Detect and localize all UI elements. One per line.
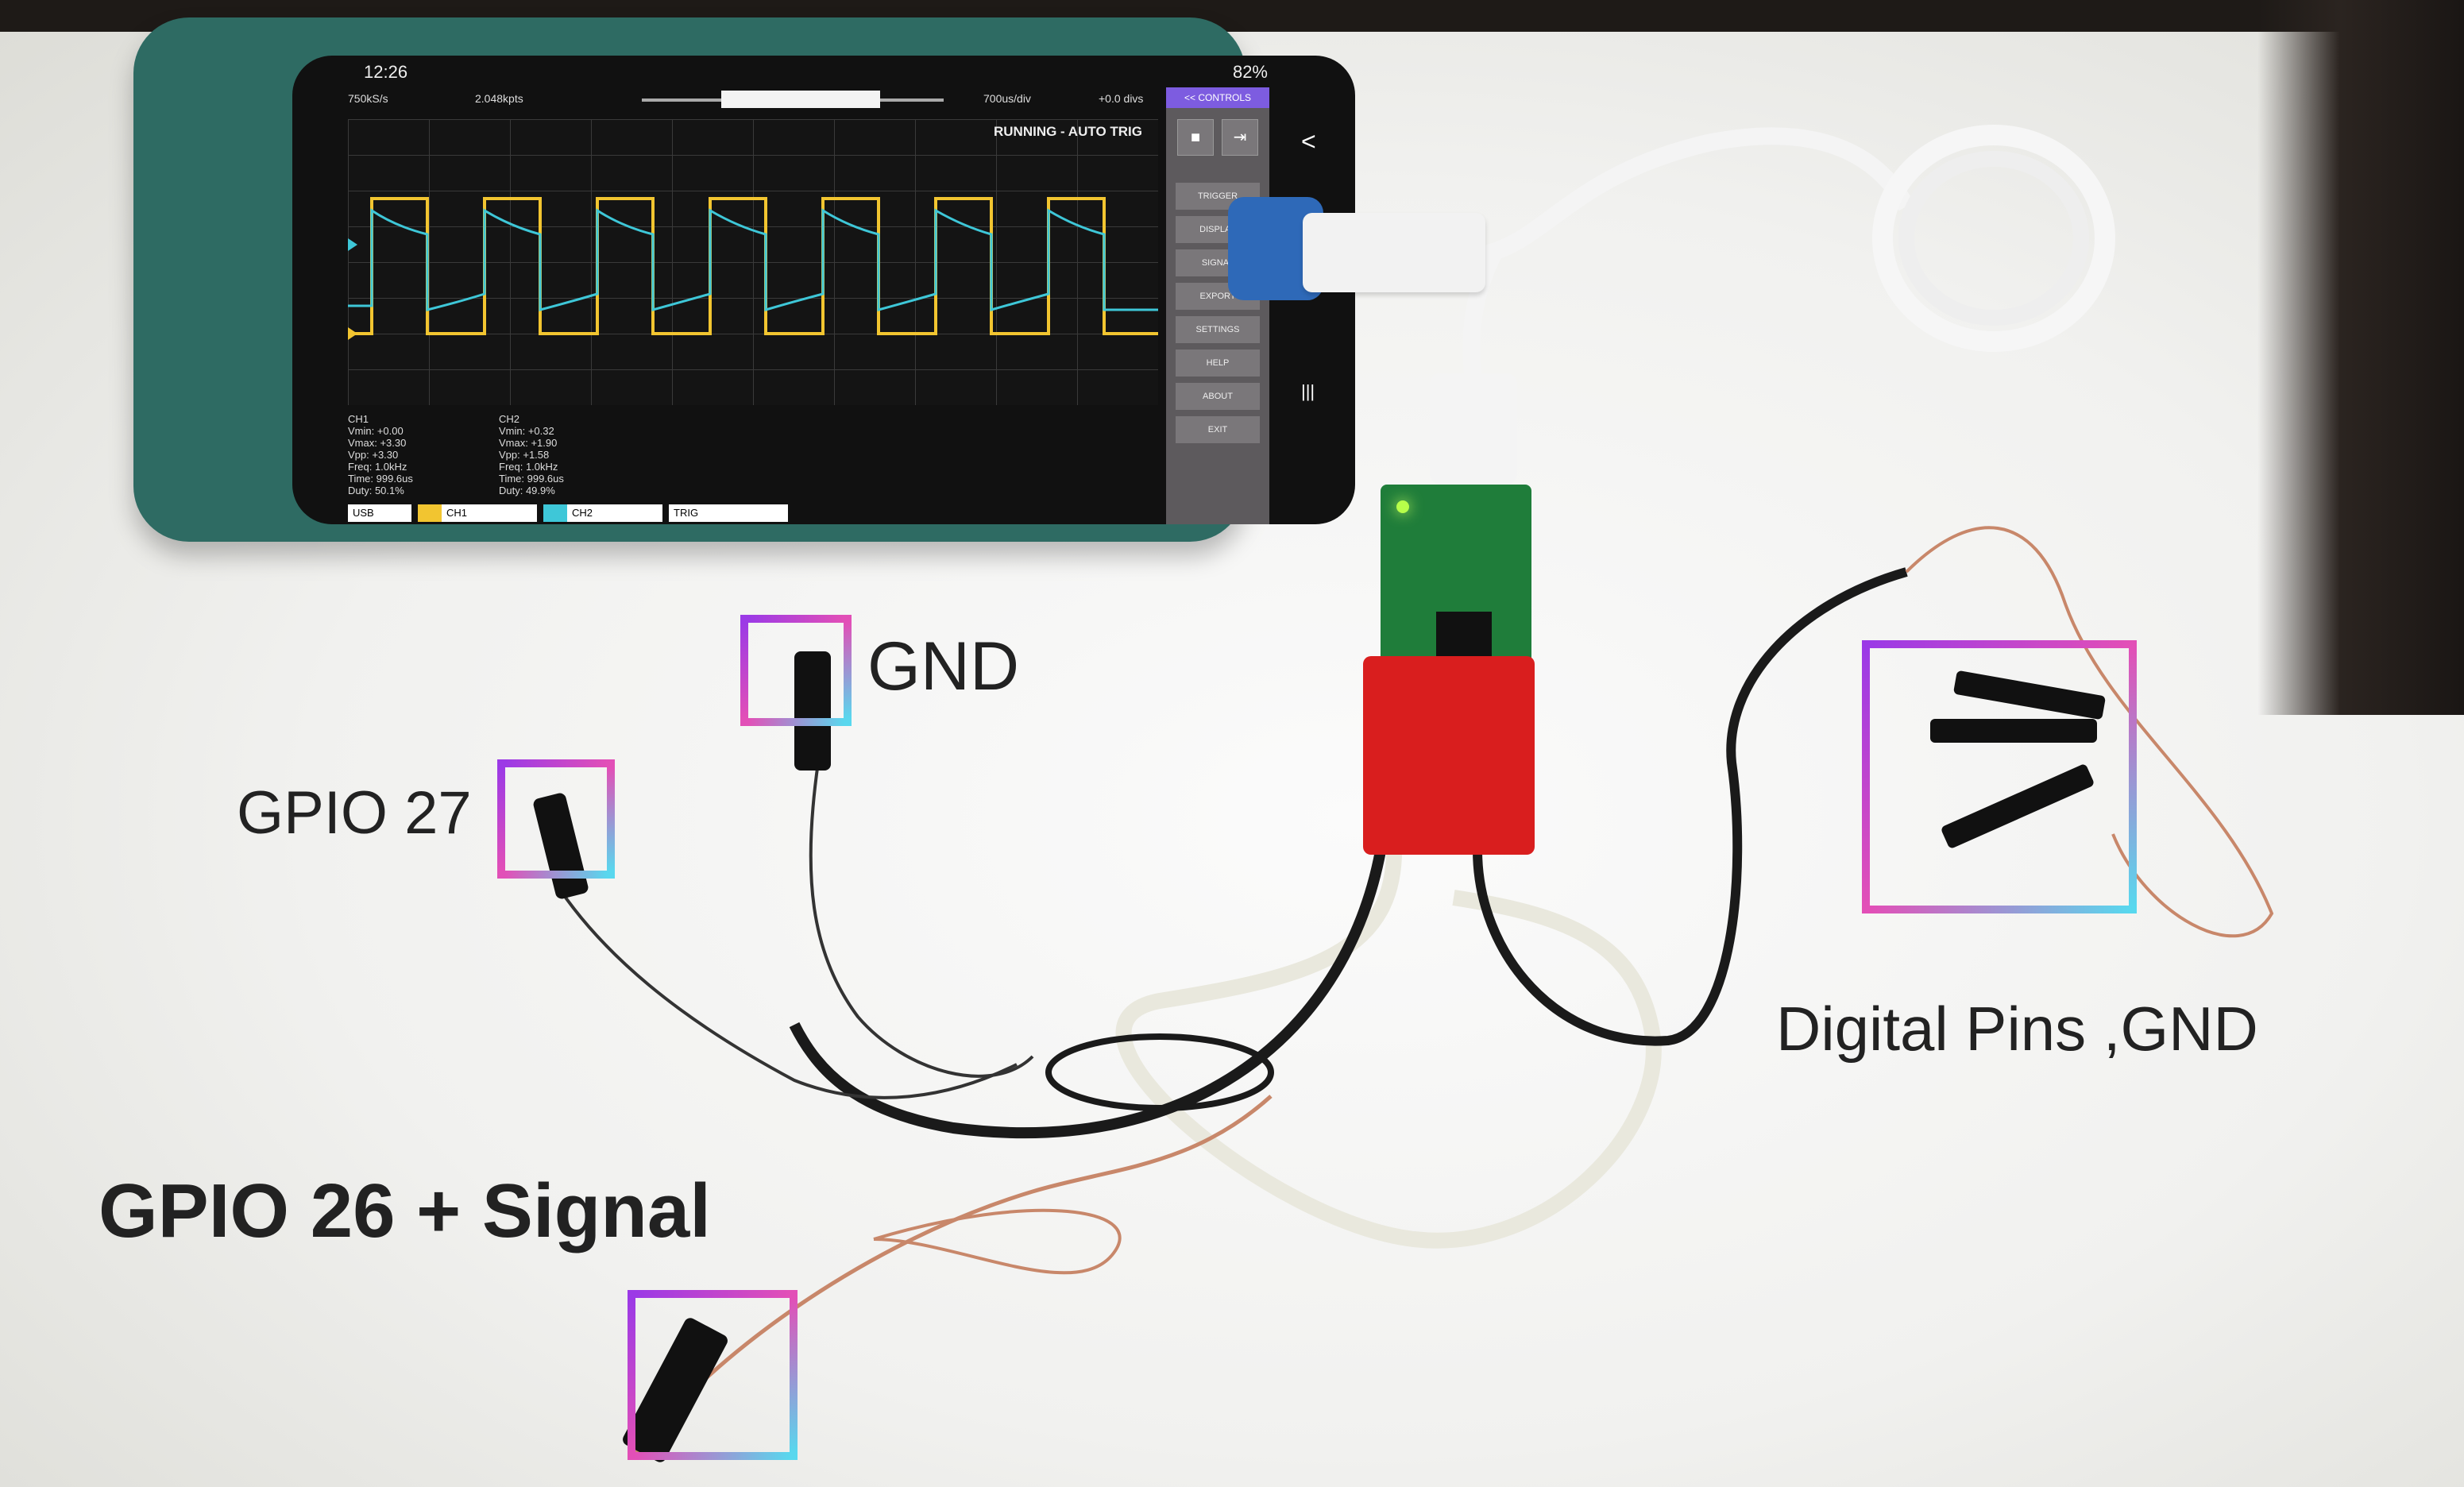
ch2-channel[interactable]: CH2	[543, 504, 662, 522]
black-probe-lead-2	[789, 840, 1388, 1139]
white-usb-cable	[1483, 127, 1914, 263]
white-probe-lead	[1115, 841, 1662, 1249]
ch1-marker	[348, 327, 357, 340]
recents-icon[interactable]: |||	[1301, 381, 1315, 401]
usb-plug-board	[1430, 373, 1517, 485]
usb-to-board-cable	[1462, 250, 1501, 383]
position-slider-thumb[interactable]	[721, 91, 880, 108]
menu-exit[interactable]: EXIT	[1176, 416, 1260, 443]
red-tape	[1363, 656, 1535, 855]
menu-about[interactable]: ABOUT	[1176, 383, 1260, 410]
thin-wire-gpio27	[558, 888, 1018, 1099]
ch1-waveform	[348, 197, 1158, 335]
ch1-vmin: Vmin: +0.00	[348, 425, 404, 437]
menu-help[interactable]: HELP	[1176, 350, 1260, 377]
gnd-label: GND	[867, 628, 1020, 705]
ch2-duty: Duty: 49.9%	[499, 485, 555, 496]
status-time: 12:26	[364, 62, 408, 82]
coiled-cable	[1872, 125, 2115, 352]
waveform-plot	[348, 197, 1158, 340]
usb-plug	[1303, 213, 1485, 292]
scope-topbar: 750kS/s 2.048kpts 700us/div +0.0 divs	[348, 87, 1222, 111]
ch2-marker	[348, 238, 357, 251]
gpio26-signal-label: GPIO 26 + Signal	[98, 1168, 711, 1253]
digital-pins-highlight-frame	[1862, 640, 2137, 913]
thin-wire-gnd	[809, 762, 1034, 1078]
ch2-measurements: CH2 Vmin: +0.32 Vmax: +1.90 Vpp: +1.58 F…	[499, 413, 564, 496]
controls-header[interactable]: << CONTROLS	[1166, 87, 1269, 108]
sample-rate: 750kS/s	[348, 92, 388, 105]
phone: 12:26 82% 750kS/s 2.048kpts 700us/div +0…	[133, 17, 1355, 542]
record-points: 2.048kpts	[475, 92, 523, 105]
battery-level: 82%	[1232, 62, 1268, 82]
usb-channel[interactable]: USB	[348, 504, 411, 522]
ch2-time: Time: 999.6us	[499, 473, 564, 485]
ch2-vpp: Vpp: +1.58	[499, 449, 550, 461]
ch2-freq: Freq: 1.0kHz	[499, 461, 558, 473]
channel-bar: USB CH1 CH2 TRIG	[348, 504, 1158, 522]
phone-screen: 12:26 82% 750kS/s 2.048kpts 700us/div +0…	[292, 56, 1355, 524]
ch1-time: Time: 999.6us	[348, 473, 413, 485]
ch1-label: CH1	[348, 413, 369, 425]
scope-display[interactable]: RUNNING - AUTO TRIG	[348, 119, 1158, 405]
timebase: 700us/div	[983, 92, 1031, 105]
gpio27-label: GPIO 27	[237, 779, 472, 847]
digital-pins-wires	[1905, 526, 2274, 938]
power-led	[1396, 500, 1409, 513]
ch1-freq: Freq: 1.0kHz	[348, 461, 407, 473]
digital-pins-label: Digital Pins ,GND	[1776, 994, 2258, 1064]
horizontal-offset: +0.0 divs	[1099, 92, 1144, 105]
desk-corner	[2257, 0, 2464, 715]
ch2-waveform	[348, 208, 1158, 312]
ch2-vmin: Vmin: +0.32	[499, 425, 554, 437]
twisted-wire-loop	[873, 1208, 1122, 1275]
wire-bundle	[1045, 1033, 1274, 1111]
single-shot-button[interactable]: ⇥	[1222, 119, 1258, 156]
trig-channel[interactable]: TRIG	[669, 504, 788, 522]
status-bar: 12:26 82%	[292, 56, 1355, 89]
signal-highlight-frame	[628, 1290, 798, 1460]
ch2-label: CH2	[499, 413, 520, 425]
ch1-measurements: CH1 Vmin: +0.00 Vmax: +3.30 Vpp: +3.30 F…	[348, 413, 413, 496]
black-probe-lead	[1473, 567, 1908, 1046]
ch2-vmax: Vmax: +1.90	[499, 437, 558, 449]
ch1-vmax: Vmax: +3.30	[348, 437, 407, 449]
measurements-panel: CH1 Vmin: +0.00 Vmax: +3.30 Vpp: +3.30 F…	[348, 413, 1158, 500]
back-icon[interactable]: <	[1301, 127, 1316, 156]
stop-button[interactable]: ■	[1177, 119, 1214, 156]
ch1-channel[interactable]: CH1	[418, 504, 537, 522]
ch1-vpp: Vpp: +3.30	[348, 449, 399, 461]
gnd-highlight-frame	[740, 615, 852, 726]
menu-settings[interactable]: SETTINGS	[1176, 316, 1260, 343]
controls-menu: << CONTROLS ■ ⇥ TRIGGER SETTINGS DISPLAY…	[1166, 87, 1269, 524]
run-state: RUNNING - AUTO TRIG	[994, 124, 1142, 139]
run-controls: ■ ⇥	[1177, 119, 1258, 159]
ch1-duty: Duty: 50.1%	[348, 485, 404, 496]
gpio27-highlight-frame	[497, 759, 615, 879]
